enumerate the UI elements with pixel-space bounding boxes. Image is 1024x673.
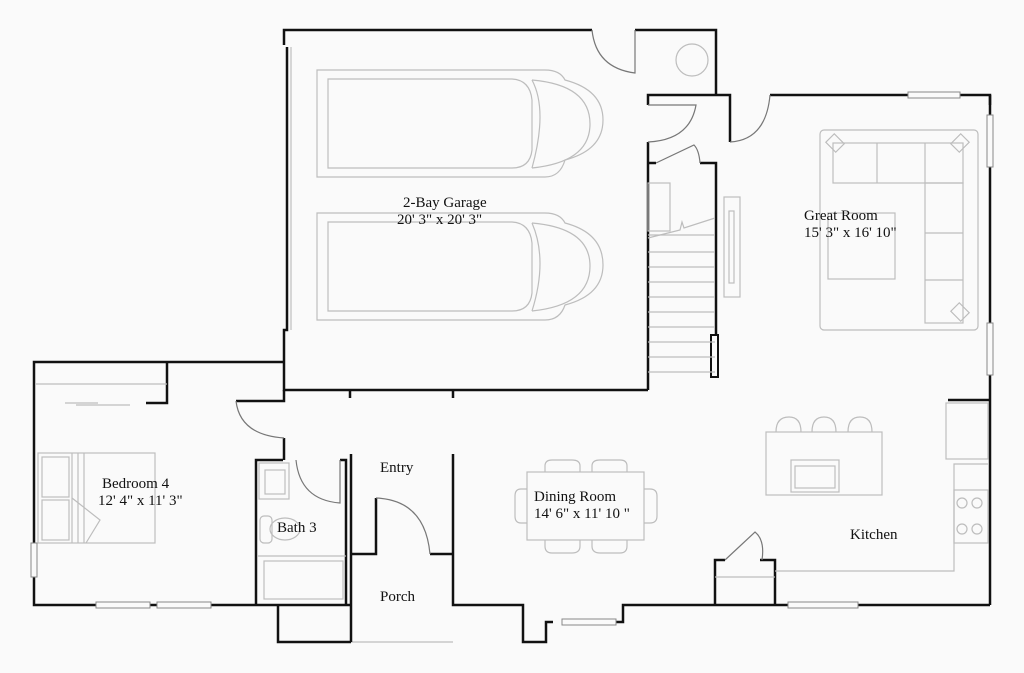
sectional-sofa bbox=[819, 129, 979, 331]
room-name: Bedroom 4 bbox=[102, 476, 170, 492]
great-room-door-swing bbox=[729, 94, 771, 143]
room-label-bedroom-4: Bedroom 4 12' 4" x 11' 3" bbox=[98, 476, 183, 510]
water-heater bbox=[675, 43, 709, 77]
dining-table-set bbox=[514, 459, 658, 554]
kitchen-walls bbox=[625, 398, 992, 609]
stair-walls bbox=[646, 93, 992, 390]
bedroom-walls bbox=[30, 360, 286, 609]
room-dimensions: 14' 6" x 11' 10 " bbox=[534, 506, 630, 522]
room-label-entry: Entry bbox=[380, 460, 413, 477]
room-label-great-room: Great Room 15' 3" x 16' 10" bbox=[804, 208, 897, 242]
room-label-kitchen: Kitchen bbox=[850, 527, 897, 544]
fireplace bbox=[723, 196, 741, 298]
bath-walls bbox=[254, 458, 351, 644]
room-label-porch: Porch bbox=[380, 589, 415, 606]
bath-door-swing bbox=[295, 459, 341, 504]
bed bbox=[37, 452, 156, 544]
coffee-table bbox=[827, 212, 896, 280]
room-name: Dining Room bbox=[534, 489, 617, 505]
room-label-bath-3: Bath 3 bbox=[277, 520, 317, 537]
bath-fixtures bbox=[258, 462, 346, 600]
room-label-garage: 2-Bay Garage 20' 3" x 20' 3" bbox=[397, 195, 487, 229]
room-name: Kitchen bbox=[850, 527, 898, 543]
garage-door-swing bbox=[591, 29, 636, 74]
room-name: Bath 3 bbox=[277, 520, 317, 536]
room-label-dining-room: Dining Room 14' 6" x 11' 10 " bbox=[534, 489, 630, 523]
kitchen-counter bbox=[775, 402, 989, 572]
room-dimensions: 20' 3" x 20' 3" bbox=[397, 212, 483, 228]
closet-door-swing bbox=[655, 144, 701, 164]
pantry-door-swing bbox=[724, 531, 764, 561]
car-1 bbox=[316, 69, 604, 178]
front-door-swing bbox=[375, 497, 431, 555]
bedroom-door-swing bbox=[235, 400, 285, 439]
room-dimensions: 12' 4" x 11' 3" bbox=[98, 493, 183, 509]
kitchen-island bbox=[765, 416, 883, 496]
great-room-walls bbox=[907, 91, 994, 405]
room-name: Entry bbox=[380, 460, 414, 476]
stair-door-swing bbox=[647, 104, 697, 143]
room-dimensions: 15' 3" x 16' 10" bbox=[804, 225, 897, 241]
room-name: Great Room bbox=[804, 208, 878, 224]
front-walls bbox=[349, 454, 625, 644]
staircase bbox=[647, 182, 716, 373]
room-name: Porch bbox=[380, 589, 415, 605]
room-name: 2-Bay Garage bbox=[403, 195, 487, 211]
car-2 bbox=[316, 212, 604, 321]
garage-walls bbox=[282, 28, 718, 398]
